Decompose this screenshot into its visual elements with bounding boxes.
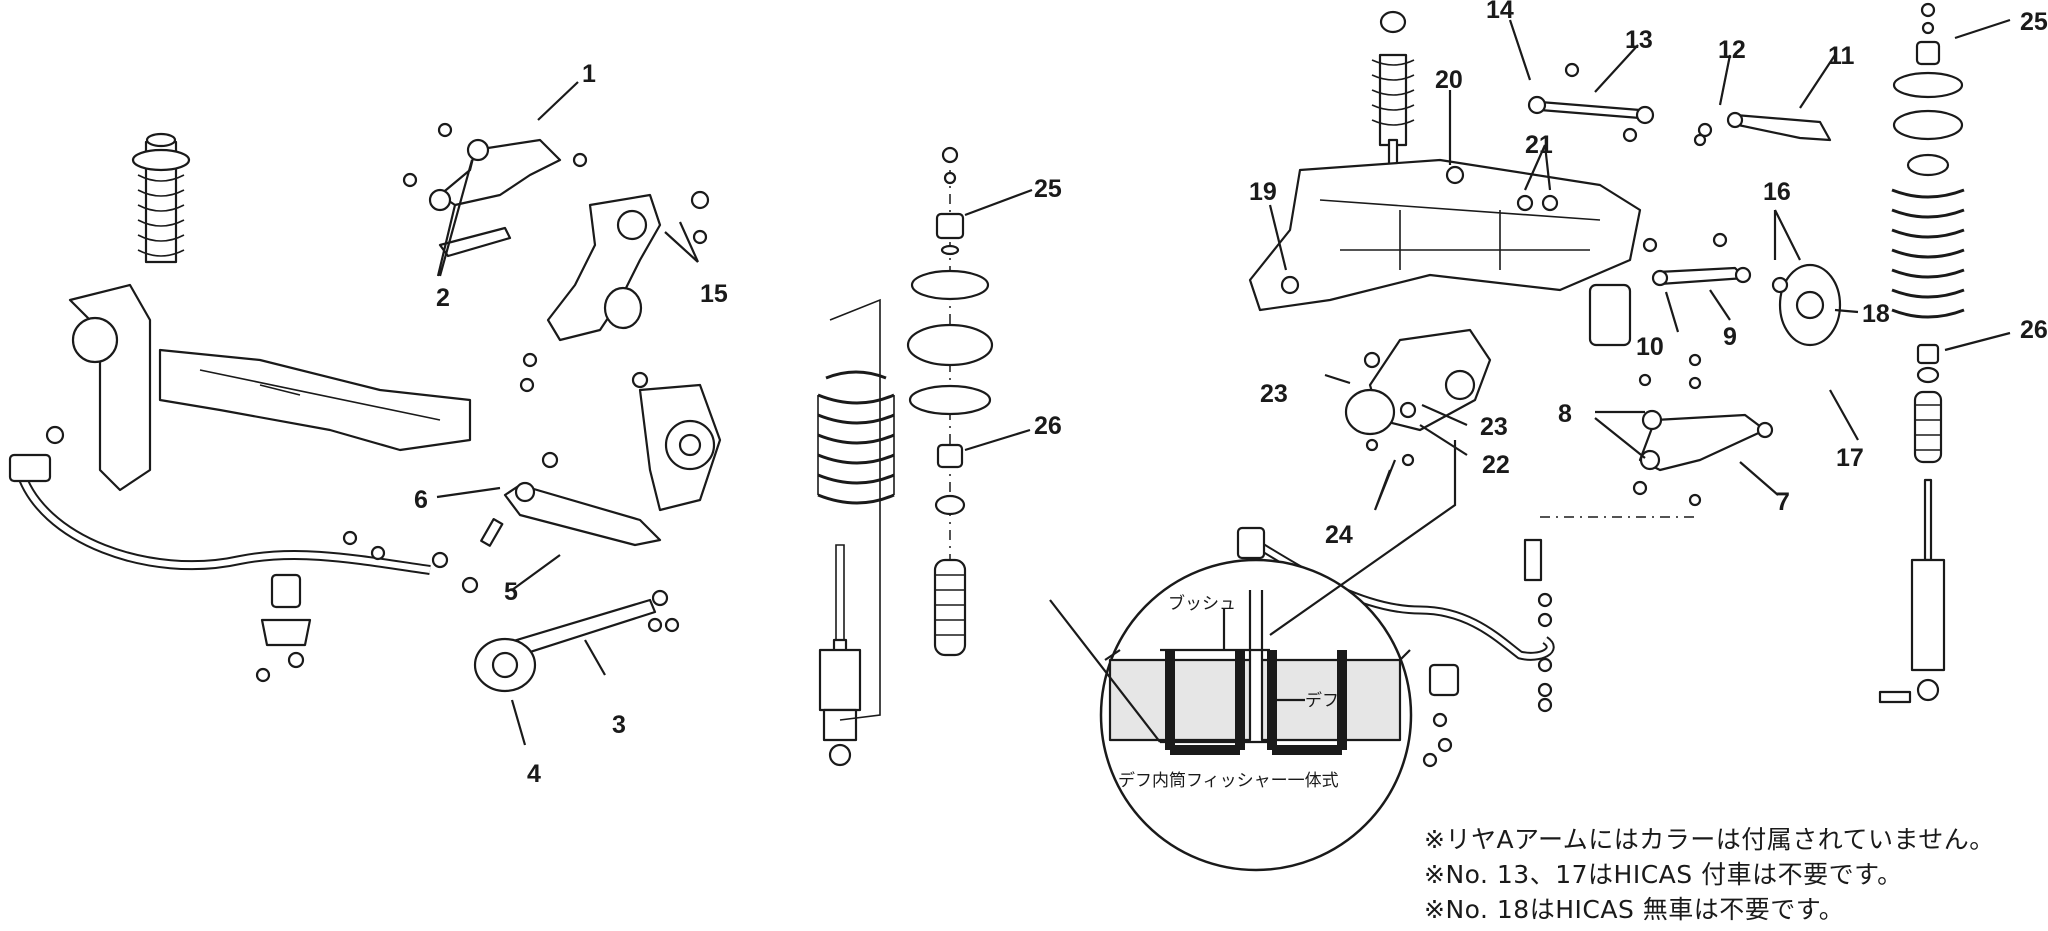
callout-12: 12 — [1718, 36, 1746, 64]
callout-18: 18 — [1862, 300, 1890, 328]
detail-caption: デフ内筒フィッシャー一体式 — [1118, 770, 1339, 791]
callout-23-right: 23 — [1480, 413, 1508, 441]
callout-16: 16 — [1763, 178, 1791, 206]
callout-2: 2 — [436, 284, 450, 312]
callout-6: 6 — [414, 486, 428, 514]
callout-8: 8 — [1558, 400, 1572, 428]
callout-20: 20 — [1435, 66, 1463, 94]
footnotes: ※リヤAアームにはカラーは付属されていません。 ※No. 13、17はHICAS… — [1424, 822, 2044, 927]
detail-diff-label: デフ — [1305, 690, 1339, 711]
callout-1: 1 — [582, 60, 596, 88]
front-hub-knuckle — [631, 371, 722, 512]
footnote-3: ※No. 18はHICAS 無車は不要です。 — [1424, 895, 1845, 924]
callout-25-right: 25 — [2020, 8, 2048, 36]
callout-24: 24 — [1325, 521, 1353, 549]
footnote-2: ※No. 13、17はHICAS 付車は不要です。 — [1424, 860, 1903, 889]
callout-7: 7 — [1776, 488, 1790, 516]
callout-25-center: 25 — [1034, 175, 1062, 203]
callout-3: 3 — [612, 711, 626, 739]
callout-4: 4 — [527, 760, 541, 788]
callout-11: 11 — [1828, 42, 1855, 70]
callout-13: 13 — [1625, 26, 1653, 54]
part-3-4-rod — [342, 530, 680, 693]
callout-10: 10 — [1636, 333, 1664, 361]
callout-15: 15 — [700, 280, 728, 308]
diff-bushing-detail: ブッシュ デフ デフ内筒フィッシャー一体式 — [1049, 440, 1457, 872]
callout-9: 9 — [1723, 323, 1737, 351]
detail-bush-label: ブッシュ — [1168, 593, 1236, 614]
rear-upper-links — [1527, 62, 1832, 147]
part-7-rear-a-arm — [1540, 353, 1774, 518]
footnote-1: ※リヤAアームにはカラーは付属されていません。 — [1424, 825, 1995, 854]
rear-strut-exploded — [1878, 2, 1965, 704]
callout-26-right: 26 — [2020, 316, 2048, 344]
front-strut-exploded — [817, 146, 994, 767]
part-15-lower-arm — [519, 190, 710, 393]
leader-lines — [436, 18, 2011, 746]
callout-17: 17 — [1836, 444, 1864, 472]
callout-21: 21 — [1525, 131, 1553, 159]
callout-5: 5 — [504, 578, 518, 606]
part-1-upper-arm — [402, 122, 588, 258]
rear-differential — [1344, 328, 1492, 467]
callout-19: 19 — [1249, 178, 1277, 206]
rear-subframe-assembly — [1248, 10, 1642, 347]
rear-lateral-link-hub — [1642, 232, 1842, 347]
callout-14: 14 — [1486, 0, 1514, 24]
callout-22: 22 — [1482, 451, 1510, 479]
part-5-6-tension-rod — [480, 451, 662, 547]
callout-26-center: 26 — [1034, 412, 1062, 440]
callout-23-left: 23 — [1260, 380, 1288, 408]
front-suspension-assembly — [8, 132, 472, 683]
callout-numbers: 1 2 15 6 5 3 4 25 26 14 13 12 11 20 21 1… — [414, 0, 2048, 788]
